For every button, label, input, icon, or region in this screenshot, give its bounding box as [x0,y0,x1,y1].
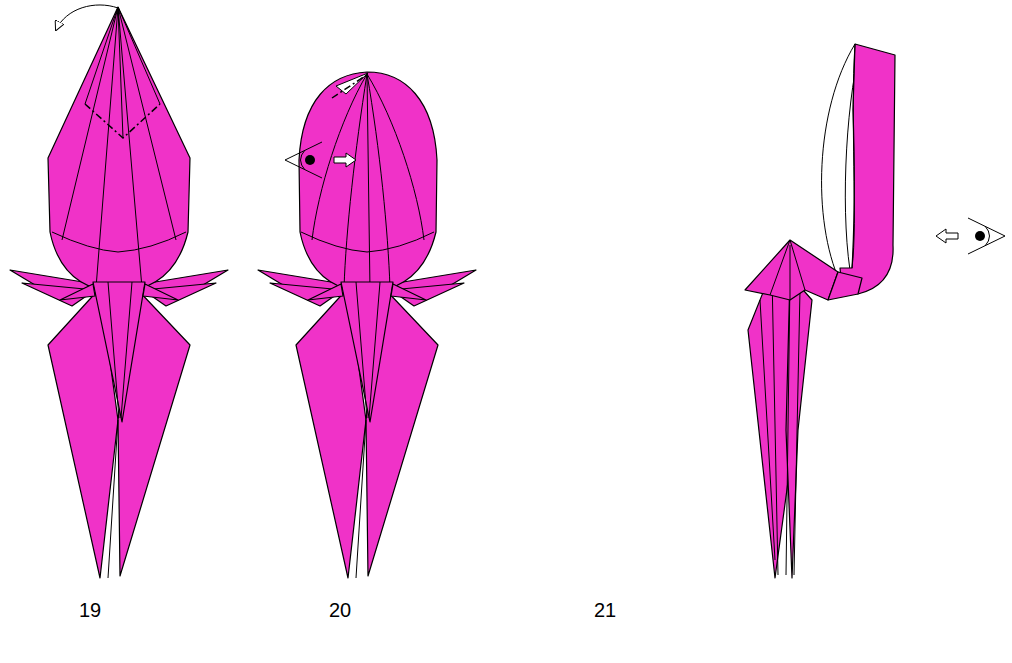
step-number: 20 [329,599,351,622]
step-21-figure [745,44,1005,578]
step-number: 19 [79,599,101,622]
step-20-figure [258,72,476,578]
step-19-figure [10,5,228,578]
step-number: 21 [594,599,616,622]
